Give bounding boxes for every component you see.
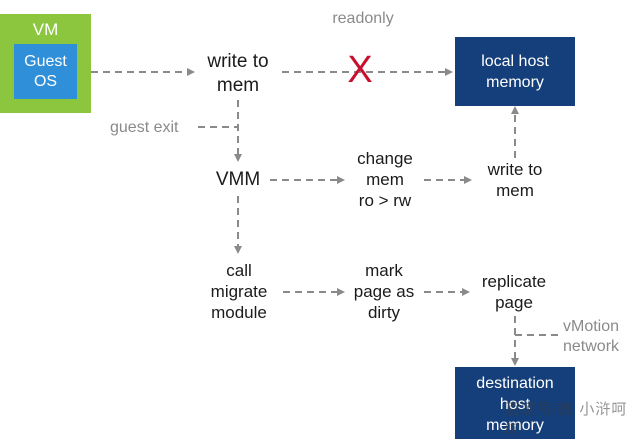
- mark-page-dirty-label: mark page as dirty: [353, 261, 415, 322]
- replicate-page-label: replicate page: [481, 272, 547, 312]
- guest-exit-label: guest exit: [110, 119, 179, 136]
- write-to-mem-label: write to mem: [207, 51, 269, 96]
- vmotion-network-label: vMotion network: [563, 318, 620, 355]
- watermark-text: 百家号/微 小浒呵呵: [505, 401, 628, 439]
- vm-label: VM: [32, 20, 59, 39]
- blocked-x-icon: X: [347, 49, 373, 91]
- destination-host-memory-box: destination host memory: [455, 367, 575, 439]
- write-to-mem-2-label: write to mem: [487, 160, 543, 200]
- local-host-memory-box: local host memory: [455, 37, 575, 106]
- call-migrate-module-label: call migrate module: [210, 261, 268, 322]
- change-mem-label: change mem ro > rw: [357, 149, 413, 210]
- vmm-label: VMM: [215, 169, 261, 190]
- readonly-label: readonly: [332, 10, 394, 27]
- guest-os-box: Guest OS: [14, 44, 77, 99]
